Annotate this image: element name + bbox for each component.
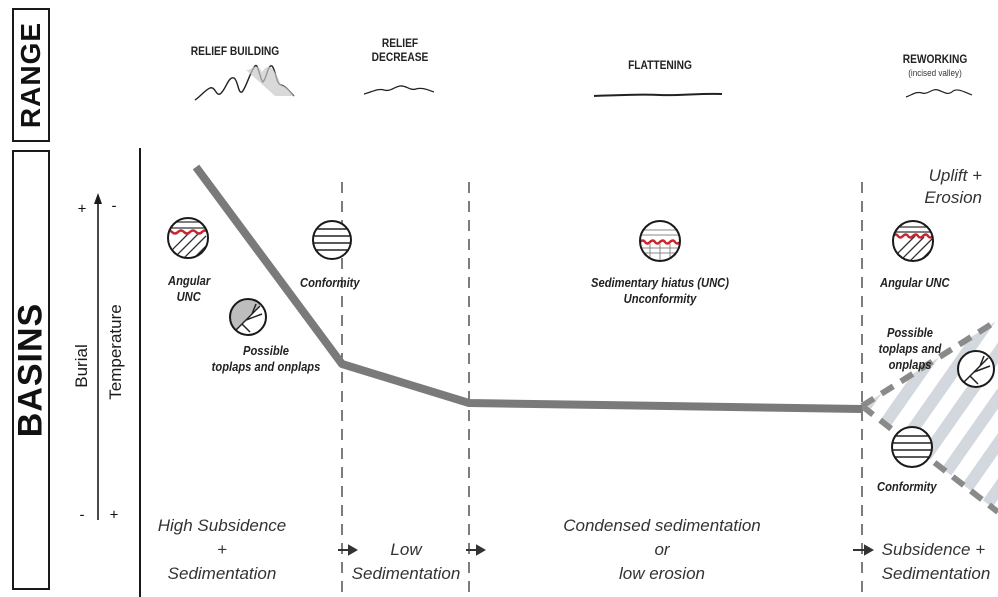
range-label-box: RANGE: [12, 8, 50, 142]
uplift-erosion-label: Uplift + Erosion: [924, 166, 982, 207]
sedimentary-hiatus-label: Sedimentary hiatus (UNC) Unconformity: [591, 275, 729, 306]
stage-subtitle-reworking: (incised valley): [908, 68, 962, 78]
subsidence-curve: [192, 164, 863, 413]
toplap-onlap-icon: [230, 299, 266, 335]
toplap-onlap-icon: [958, 351, 994, 387]
angular-unc-label-right: Angular UNC: [880, 275, 950, 290]
conformity-label-right: Conformity: [877, 479, 937, 494]
high-subsidence-label: High Subsidence + Sedimentation: [157, 516, 287, 583]
stage-title-relief-decrease: RELIEF DECREASE: [362, 36, 439, 64]
subsidence-sedimentation-label: Subsidence + Sedimentation: [881, 540, 991, 583]
stage-title-relief-decrease-line1: RELIEF: [381, 36, 419, 50]
conformity-icon: [313, 221, 351, 259]
flattening-profile: [593, 92, 723, 97]
relief-building-shade: [246, 66, 294, 96]
temperature-bottom-sign: +: [109, 506, 119, 524]
possible-toplaps-label-left: Possible toplaps and onplaps: [211, 343, 321, 374]
reworking-profile: [905, 89, 973, 98]
burial-axis-label: Burial: [72, 344, 91, 388]
temperature-top-sign: -: [111, 197, 117, 215]
stage-separators: [341, 182, 863, 597]
stage-title-relief-building: RELIEF BUILDING: [190, 44, 280, 58]
conformity-label-left: Conformity: [300, 275, 360, 290]
burial-top-sign: +: [77, 200, 87, 218]
burial-bottom-sign: -: [79, 506, 85, 524]
stage-title-relief-decrease-line2: DECREASE: [371, 50, 429, 64]
relief-decrease-profile: [363, 85, 435, 95]
conformity-icon: [892, 427, 932, 467]
low-sedimentation-label: Low Sedimentation: [351, 540, 461, 583]
stage-transition-arrows: [338, 544, 875, 556]
basins-label-box: BASINS: [12, 150, 50, 590]
possible-toplaps-label-right: Possible toplaps and onplaps: [878, 325, 942, 372]
temperature-axis-label: Temperature: [106, 304, 125, 400]
stage-title-reworking: REWORKING: [902, 52, 968, 66]
angular-unc-label-left: Angular UNC: [168, 273, 211, 304]
stage-title-flattening: FLATTENING: [628, 58, 692, 72]
condensed-sedimentation-label: Condensed sedimentation or low erosion: [563, 516, 761, 583]
